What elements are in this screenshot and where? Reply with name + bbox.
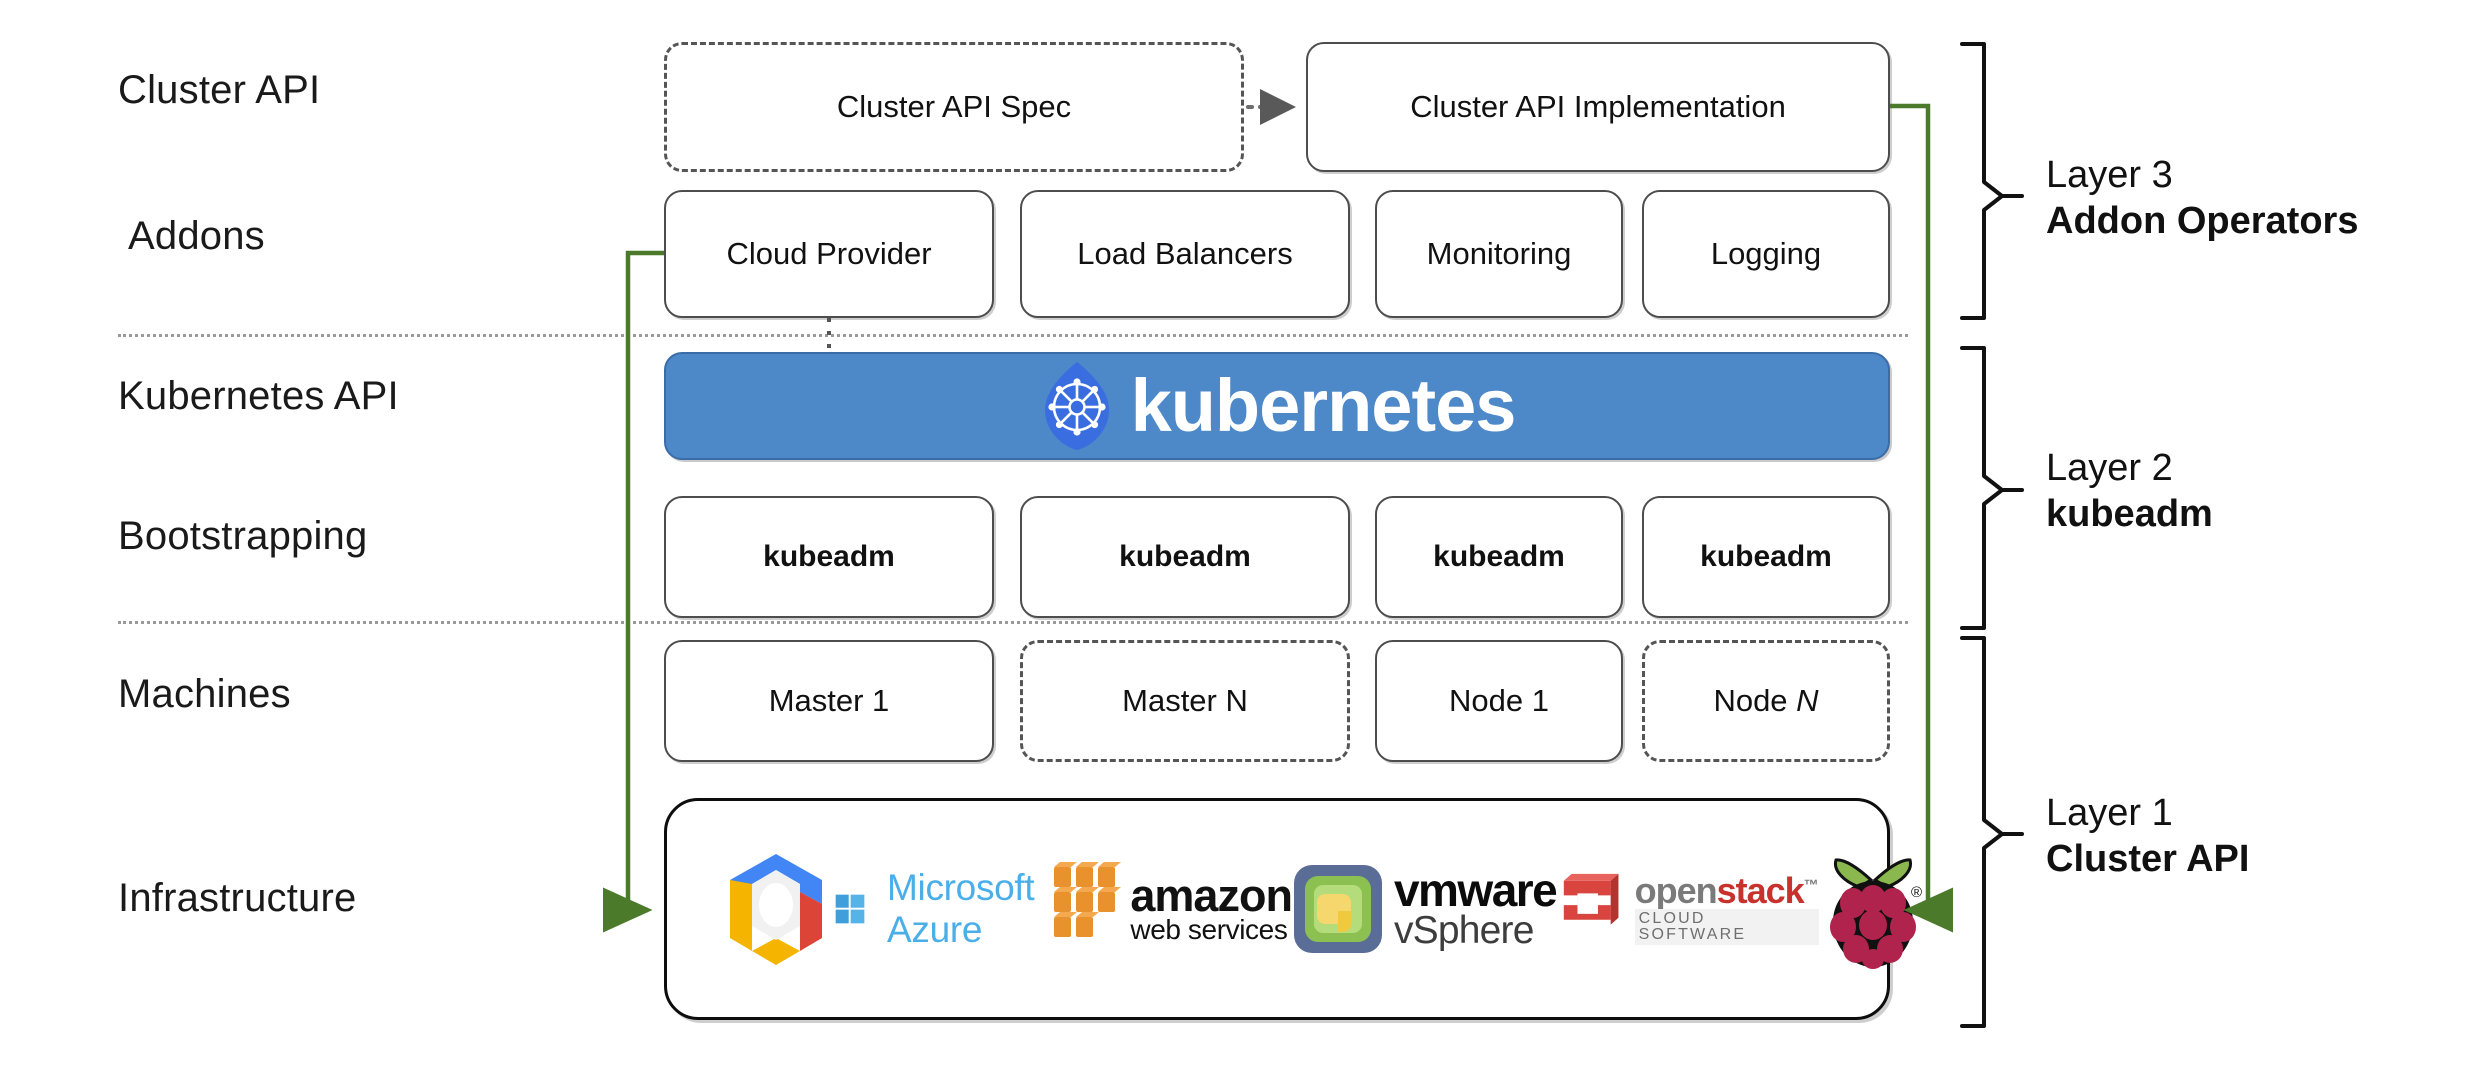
layer-2-label: Layer 2 kubeadm	[2046, 445, 2213, 538]
layer-3-line2: Addon Operators	[2046, 200, 2359, 243]
amazon-wordmark: amazon	[1130, 869, 1293, 921]
box-kubeadm-2[interactable]: kubeadm	[1020, 496, 1350, 618]
box-kubeadm-1[interactable]: kubeadm	[664, 496, 994, 618]
box-kubeadm-4[interactable]: kubeadm	[1642, 496, 1890, 618]
box-logging[interactable]: Logging	[1642, 190, 1890, 318]
layer-1-brace	[1960, 636, 2024, 1028]
layer-3-label: Layer 3 Addon Operators	[2046, 152, 2358, 245]
box-kubeadm-2-label: kubeadm	[1119, 540, 1251, 573]
row-label-bootstrapping: Bootstrapping	[118, 514, 368, 558]
box-cloud-provider[interactable]: Cloud Provider	[664, 190, 994, 318]
row-label-infrastructure: Infrastructure	[118, 876, 357, 920]
box-master-1-label: Master 1	[768, 683, 890, 718]
box-logging-label: Logging	[1710, 236, 1822, 271]
openstack-subtext: CLOUD SOFTWARE	[1634, 909, 1820, 945]
layer-2-brace	[1960, 346, 2024, 630]
box-cluster-api-spec-label: Cluster API Spec	[836, 89, 1072, 124]
row-label-kubernetes-api: Kubernetes API	[118, 374, 399, 418]
box-master-n-label: Master N	[1122, 683, 1248, 718]
box-kubeadm-3[interactable]: kubeadm	[1375, 496, 1623, 618]
amazon-web-services-logo: amazon web services	[1050, 844, 1293, 974]
raspberry-pi-logo: ®	[1819, 844, 1927, 974]
vmware-wordmark: vmware	[1393, 864, 1558, 917]
microsoft-azure-logo: Microsoft Azure	[835, 844, 1050, 974]
openstack-wordmark: openstack™	[1634, 870, 1819, 911]
box-kubeadm-3-label: kubeadm	[1433, 540, 1565, 573]
microsoft-azure-wordmark: Microsoft Azure	[887, 867, 1035, 950]
vmware-vsphere-logo: vmware vSphere	[1292, 844, 1558, 974]
infrastructure-logo-strip: Microsoft Azure	[667, 844, 1922, 974]
layer-3-brace	[1960, 42, 2024, 320]
connector-implementation-to-infrastructure	[1890, 103, 1953, 933]
openstack-logo: openstack™ CLOUD SOFTWARE	[1556, 844, 1820, 974]
box-kubeadm-1-label: kubeadm	[763, 540, 895, 573]
kubernetes-helm-wheel-icon	[1039, 360, 1115, 452]
box-master-1[interactable]: Master 1	[664, 640, 994, 762]
box-cloud-provider-label: Cloud Provider	[726, 236, 932, 271]
vsphere-subtext: vSphere	[1393, 909, 1534, 953]
box-cluster-api-implementation[interactable]: Cluster API Implementation	[1306, 42, 1890, 172]
row-label-cluster-api: Cluster API	[118, 68, 321, 112]
box-load-balancers-label: Load Balancers	[1077, 236, 1293, 271]
box-node-1[interactable]: Node 1	[1375, 640, 1623, 762]
connector-cloudprovider-to-infrastructure	[603, 250, 664, 933]
box-monitoring-label: Monitoring	[1426, 236, 1572, 271]
svg-text:®: ®	[1911, 884, 1922, 901]
box-cluster-api-spec[interactable]: Cluster API Spec	[664, 42, 1244, 172]
layer-1-label: Layer 1 Cluster API	[2046, 790, 2249, 883]
box-load-balancers[interactable]: Load Balancers	[1020, 190, 1350, 318]
box-cluster-api-implementation-label: Cluster API Implementation	[1410, 89, 1786, 124]
box-kubeadm-4-label: kubeadm	[1700, 540, 1832, 573]
divider-layer2-layer1	[118, 621, 1908, 624]
layer-1-line2: Cluster API	[2046, 838, 2250, 881]
box-node-n-label: Node N	[1713, 683, 1819, 718]
box-monitoring[interactable]: Monitoring	[1375, 190, 1623, 318]
box-node-1-label: Node 1	[1449, 683, 1549, 718]
layer-2-line2: kubeadm	[2046, 493, 2213, 536]
row-label-machines: Machines	[118, 672, 291, 716]
google-cloud-platform-logo	[717, 844, 835, 974]
row-label-addons: Addons	[128, 214, 265, 258]
infrastructure-box[interactable]: Microsoft Azure	[664, 798, 1922, 1020]
aws-subtext: web services	[1130, 913, 1288, 945]
divider-layer3-layer2	[118, 334, 1908, 337]
layer-1-line1: Layer 1	[2046, 792, 2173, 834]
kubernetes-banner[interactable]: kubernetes	[664, 352, 1890, 460]
box-master-n[interactable]: Master N	[1020, 640, 1350, 762]
box-node-n[interactable]: Node N	[1642, 640, 1890, 762]
layer-2-line1: Layer 2	[2046, 447, 2173, 489]
kubernetes-wordmark: kubernetes	[1130, 364, 1517, 447]
layer-3-line1: Layer 3	[2046, 154, 2173, 196]
